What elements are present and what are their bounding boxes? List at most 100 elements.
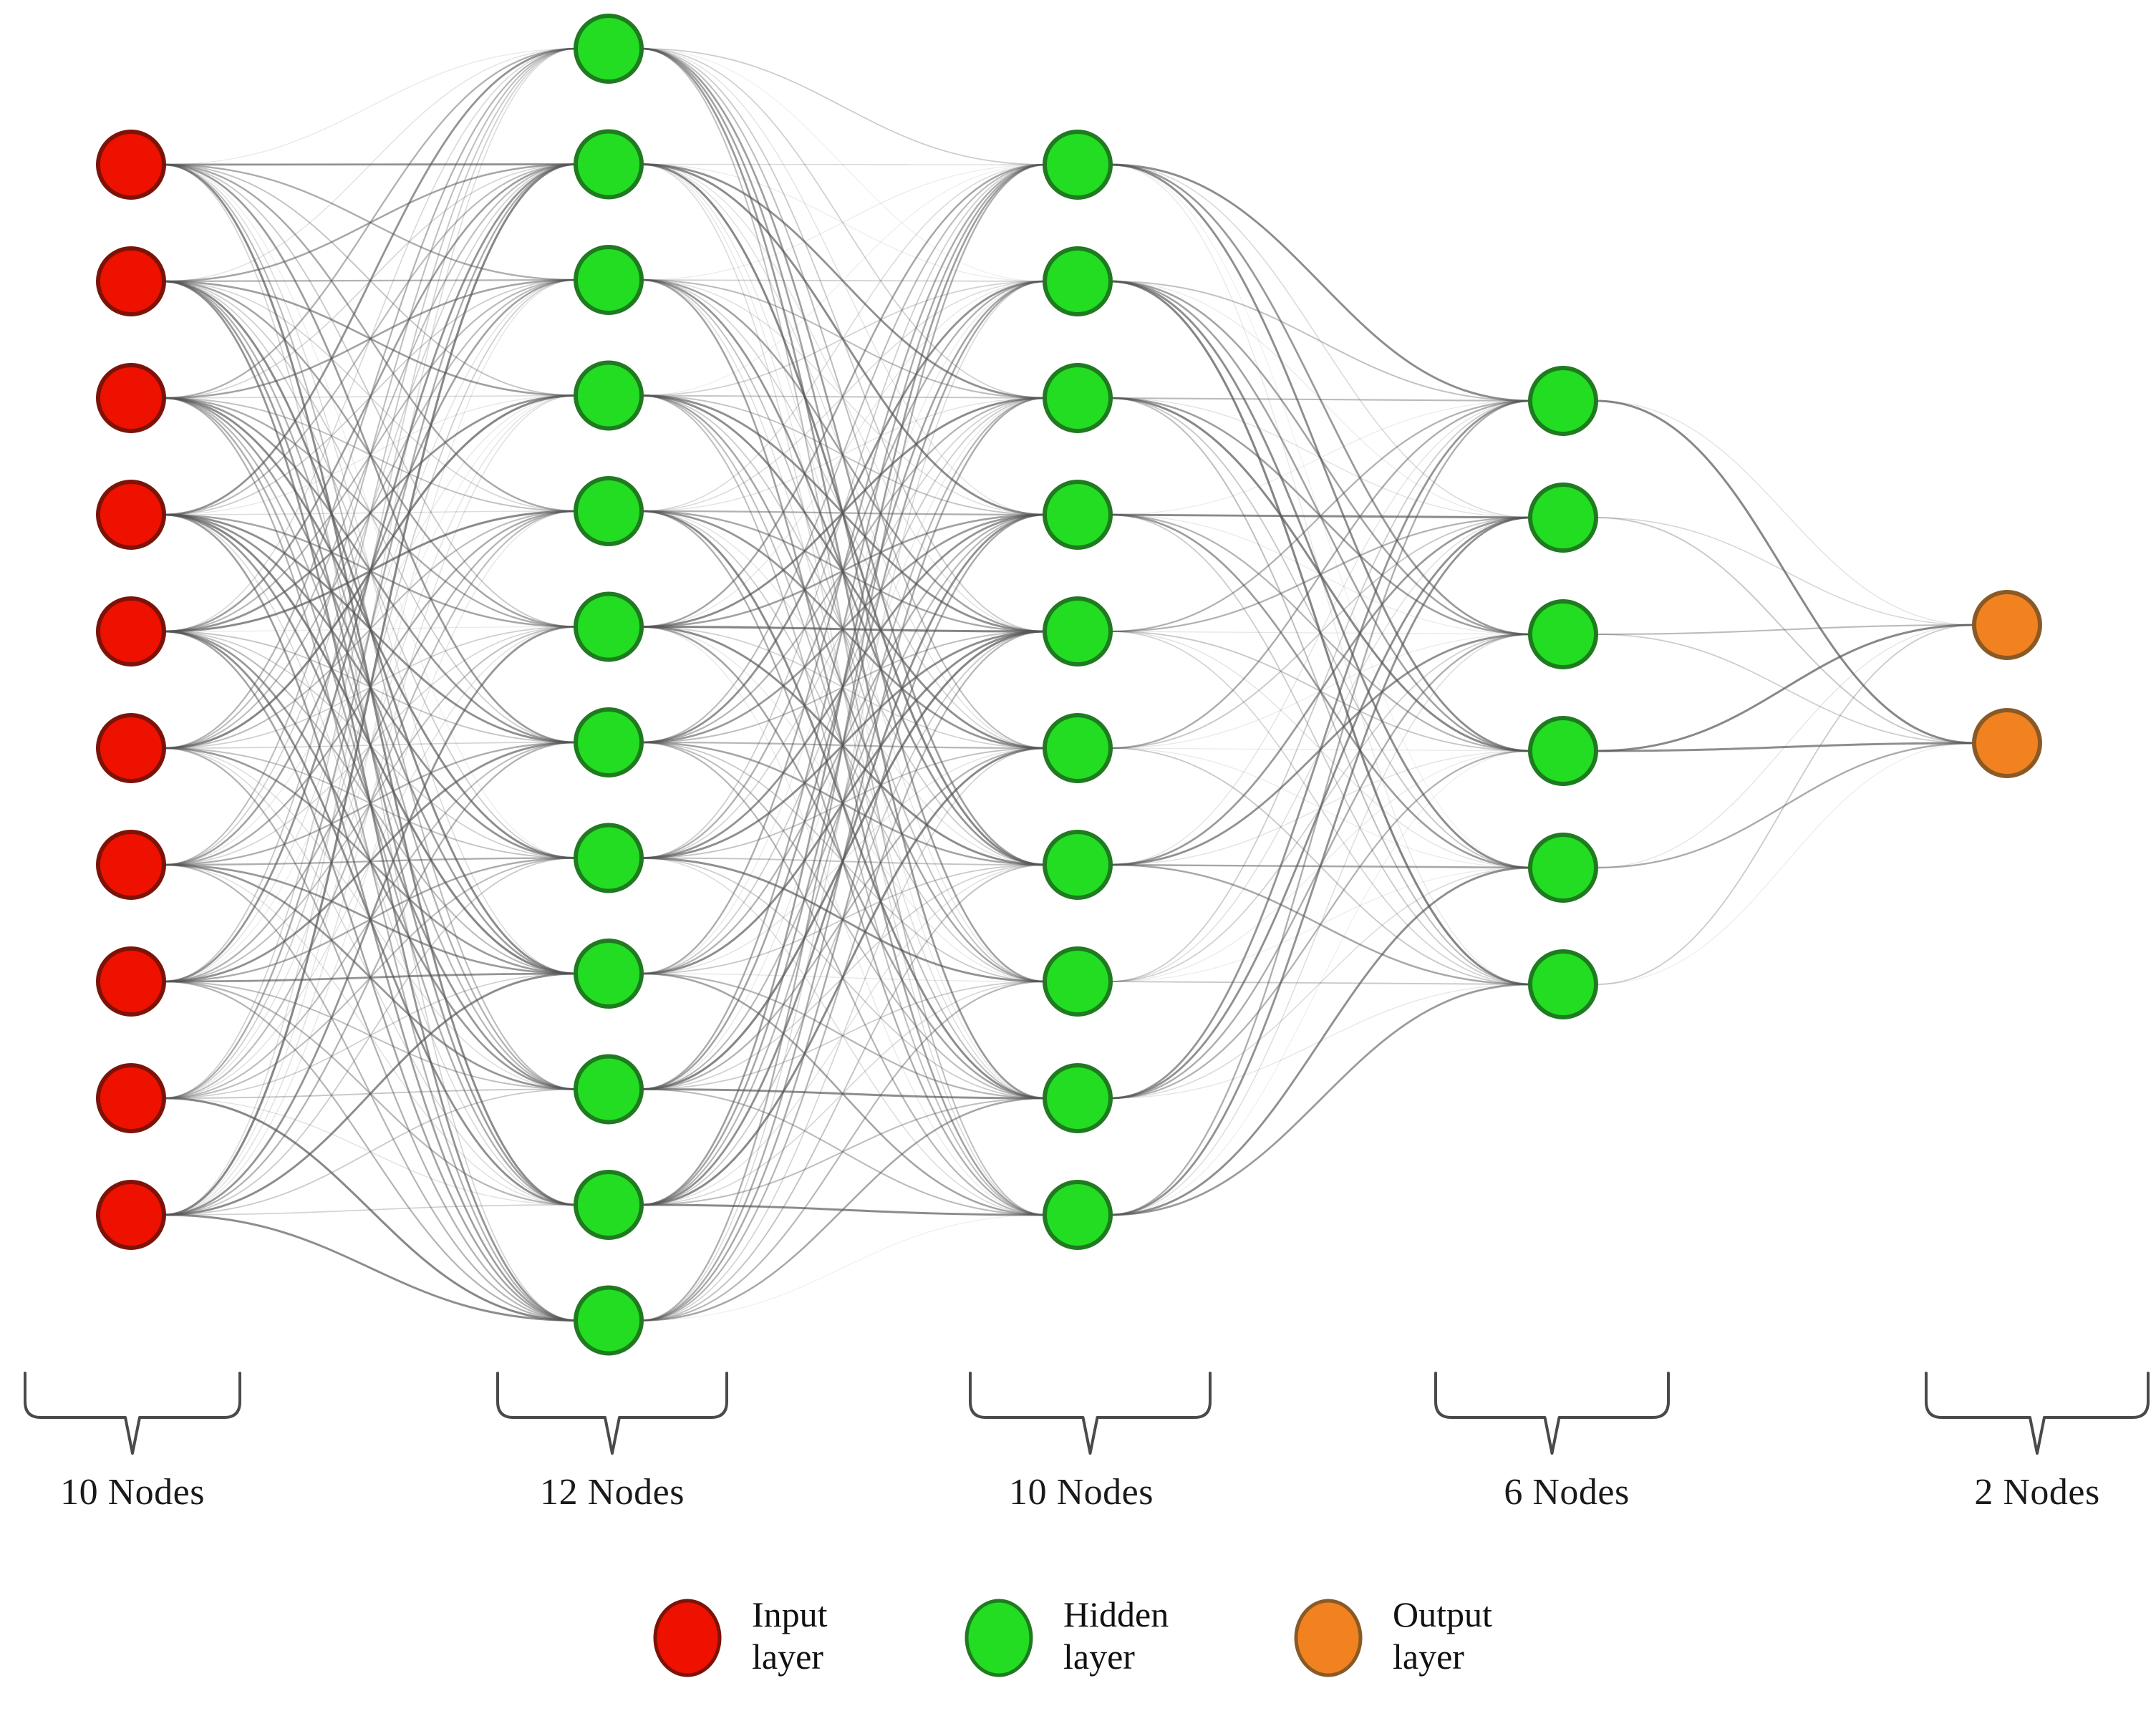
edge (641, 980, 1045, 1322)
edge (1110, 634, 1531, 1216)
network-node-hidden2[interactable] (1043, 1180, 1113, 1250)
edge (641, 513, 1045, 1322)
network-node-hidden2[interactable] (1043, 1063, 1113, 1133)
legend-label-line2-output: layer (1393, 1637, 1464, 1677)
edge (641, 981, 1045, 1090)
network-node-output[interactable] (1972, 708, 2042, 778)
edge (641, 47, 1045, 750)
network-node-input[interactable] (96, 1063, 166, 1133)
network-node-hidden2[interactable] (1043, 713, 1113, 783)
edge (163, 47, 576, 750)
network-node-input[interactable] (96, 480, 166, 550)
edge (1110, 400, 1531, 515)
legend-label-line2-input: layer (752, 1637, 823, 1677)
network-node-hidden3[interactable] (1528, 599, 1598, 669)
edge (163, 741, 576, 983)
edge (641, 513, 1045, 628)
edge (641, 48, 1045, 282)
network-node-input[interactable] (96, 246, 166, 316)
network-node-hidden3[interactable] (1528, 833, 1598, 903)
network-node-output[interactable] (1972, 590, 2042, 660)
network-node-hidden3[interactable] (1528, 483, 1598, 553)
network-node-hidden1[interactable] (574, 129, 644, 200)
edge (1110, 399, 1531, 1216)
edge (163, 394, 576, 866)
edge (641, 164, 1045, 512)
edge (641, 164, 1045, 281)
edge (641, 163, 1045, 1322)
network-node-hidden2[interactable] (1043, 830, 1113, 900)
network-node-hidden1[interactable] (574, 1170, 644, 1240)
edge (641, 278, 1045, 1216)
network-node-input[interactable] (96, 596, 166, 666)
edge (163, 47, 576, 516)
edge (1110, 516, 1531, 633)
edge (1110, 863, 1531, 986)
edge (641, 163, 1045, 632)
edge (163, 48, 576, 632)
network-node-input[interactable] (96, 713, 166, 783)
network-node-hidden1[interactable] (574, 823, 644, 893)
edge (163, 164, 576, 859)
edge (1110, 397, 1531, 518)
edge (163, 626, 576, 1216)
network-node-hidden2[interactable] (1043, 946, 1113, 1017)
edge (163, 630, 576, 975)
network-node-hidden1[interactable] (574, 1054, 644, 1125)
edge (641, 513, 1045, 1206)
network-node-hidden2[interactable] (1043, 596, 1113, 666)
edge (641, 1097, 1045, 1206)
network-node-input[interactable] (96, 1180, 166, 1250)
network-node-hidden2[interactable] (1043, 246, 1113, 316)
network-node-hidden3[interactable] (1528, 949, 1598, 1019)
edge (163, 48, 576, 982)
network-node-hidden2[interactable] (1043, 130, 1113, 200)
edge (163, 513, 576, 1090)
network-node-hidden1[interactable] (574, 360, 644, 431)
network-node-input[interactable] (96, 130, 166, 200)
network-node-hidden1[interactable] (574, 245, 644, 315)
network-node-hidden2[interactable] (1043, 480, 1113, 550)
edge (1110, 867, 1531, 1099)
network-node-hidden1[interactable] (574, 707, 644, 777)
network-node-hidden3[interactable] (1528, 716, 1598, 786)
edge (163, 164, 576, 628)
edge (163, 163, 576, 983)
edge (641, 280, 1045, 859)
network-node-hidden1[interactable] (574, 1285, 644, 1356)
edge (641, 394, 1045, 515)
edge (1595, 742, 1975, 752)
edge (641, 857, 1045, 1216)
edge (163, 747, 576, 1322)
edge (163, 972, 576, 1216)
network-node-hidden1[interactable] (574, 939, 644, 1009)
edge (163, 163, 576, 1100)
edge (1110, 866, 1531, 1216)
edge (641, 864, 1045, 1322)
network-node-input[interactable] (96, 363, 166, 433)
edge (163, 857, 576, 1216)
edge (163, 47, 576, 866)
network-node-input[interactable] (96, 830, 166, 900)
edge (163, 163, 576, 633)
edge (641, 163, 1045, 628)
edge (163, 631, 576, 859)
network-node-hidden2[interactable] (1043, 363, 1113, 433)
edge (1110, 163, 1531, 402)
edge (163, 1213, 576, 1322)
network-node-hidden3[interactable] (1528, 366, 1598, 436)
network-node-hidden1[interactable] (574, 14, 644, 84)
network-node-hidden1[interactable] (574, 591, 644, 662)
edge (163, 626, 576, 632)
edge (1110, 397, 1531, 402)
network-node-hidden1[interactable] (574, 476, 644, 546)
edge (1110, 397, 1531, 868)
network-node-input[interactable] (96, 946, 166, 1017)
edge (163, 278, 576, 633)
nodes-group (96, 14, 2042, 1356)
edge (641, 48, 1045, 165)
edge (641, 163, 1045, 1099)
